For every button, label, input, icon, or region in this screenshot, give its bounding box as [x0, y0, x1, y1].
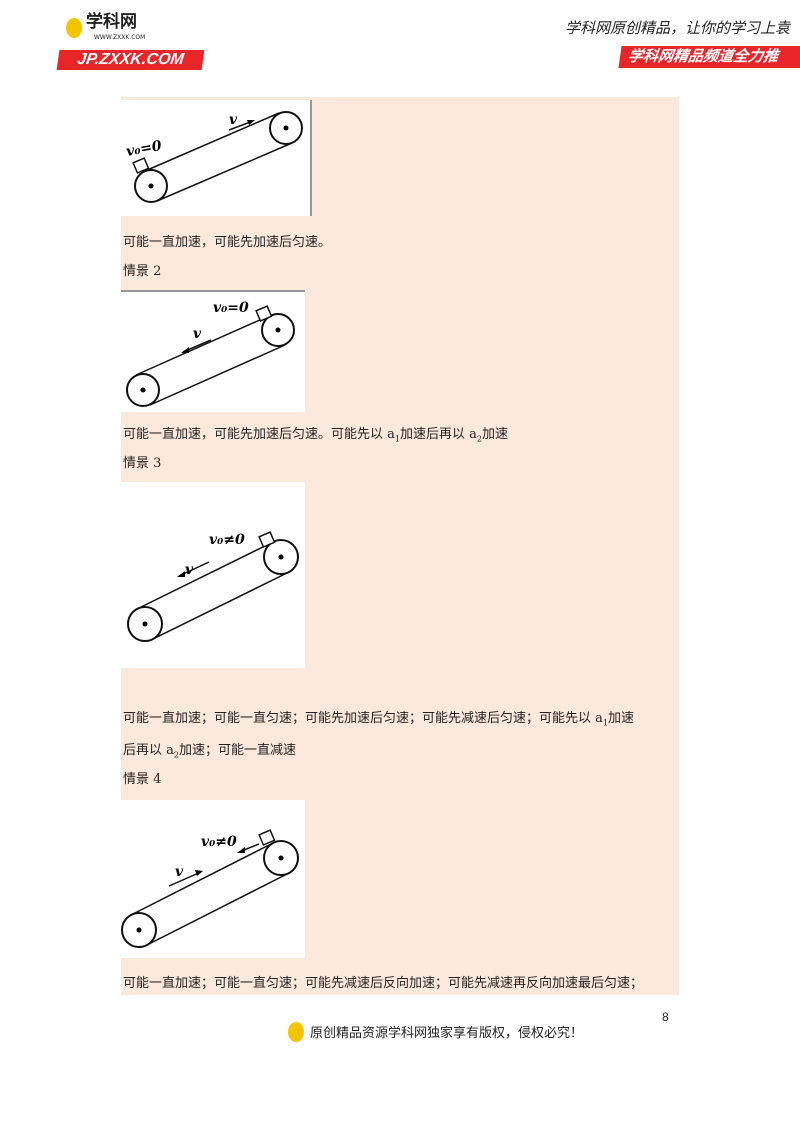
block-label: v₀=0	[125, 138, 163, 160]
page-number: 8	[662, 1010, 669, 1024]
conveyor-figure-1: v v₀=0	[121, 100, 312, 216]
slogan: 学科网原创精品，让你的学习上袁	[565, 19, 791, 37]
belt-label: v	[175, 864, 184, 880]
block-label: v₀≠0	[209, 532, 245, 548]
logo-banner: JP.ZXXK.COM	[56, 50, 205, 70]
conveyor-figure-4: v v₀≠0	[121, 800, 305, 958]
pulley	[134, 169, 168, 203]
belt-label: v	[185, 562, 194, 578]
s2-title: 情景 2	[123, 264, 162, 279]
logo: 学科网 WWW.ZXXK.COM JP.ZXXK.COM	[56, 12, 208, 72]
block-label: v₀≠0	[201, 834, 237, 850]
logo-url: WWW.ZXXK.COM	[94, 34, 146, 41]
conveyor-figure-2: v v₀=0	[121, 290, 305, 412]
mascot-icon	[288, 1022, 304, 1042]
block	[132, 157, 150, 174]
s4-title: 情景 4	[123, 772, 162, 787]
s4-text: 可能一直加速；可能一直匀速；可能先减速后反向加速；可能先减速再反向加速最后匀速；	[123, 976, 644, 991]
s3-text-line1: 可能一直加速；可能一直匀速；可能先加速后匀速；可能先减速后匀速；可能先以 a1加…	[123, 711, 634, 728]
conveyor-figure-3: v v₀≠0	[121, 482, 305, 668]
copyright-notice: 原创精品资源学科网独家享有版权，侵权必究！	[310, 1026, 584, 1041]
belt-label: v	[193, 326, 202, 342]
block-label: v₀=0	[213, 300, 249, 316]
s3-title: 情景 3	[123, 456, 162, 471]
s1-text: 可能一直加速，可能先加速后匀速。	[123, 235, 332, 250]
s3-text-line2: 后再以 a2加速；可能一直减速	[123, 743, 296, 760]
s2-text: 可能一直加速，可能先加速后匀速。可能先以 a1加速后再以 a2加速	[123, 427, 508, 444]
mascot-icon	[66, 18, 82, 38]
banner: 学科网精品频道全力推	[618, 46, 800, 68]
pulley	[269, 111, 303, 145]
belt-label: v	[229, 112, 238, 128]
logo-name: 学科网	[86, 12, 137, 32]
